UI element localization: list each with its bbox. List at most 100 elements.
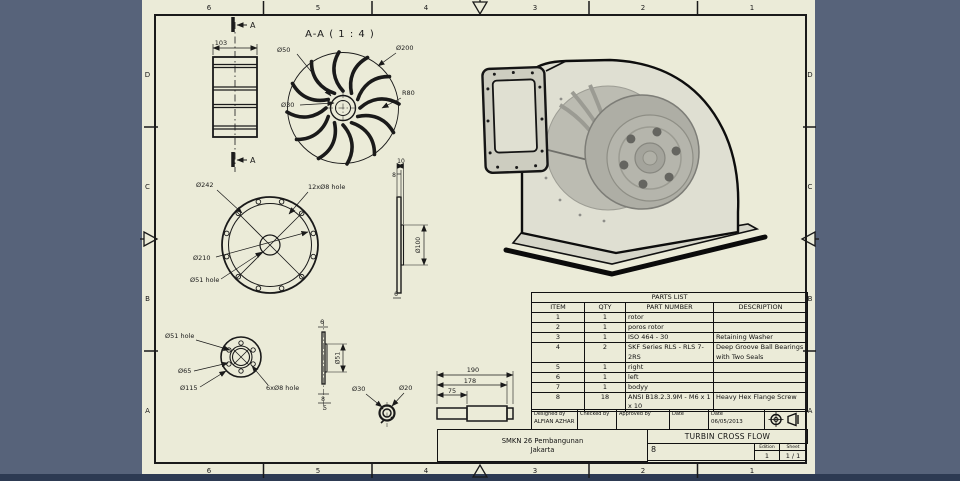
dim-8: 8 bbox=[321, 396, 325, 403]
big-flange-view: Ø242 12xØ8 hole Ø210 Ø51 hole bbox=[190, 181, 345, 294]
designed-by-cell: Designed by ALFIAN AZHAR bbox=[531, 409, 578, 430]
cell-description bbox=[712, 312, 809, 324]
cell-qty: 1 bbox=[584, 332, 626, 344]
cell-item: 3 bbox=[531, 332, 585, 344]
table-row: 8 18 ANSI B18.2.3.9M - M6 x 1 x 10 Heavy… bbox=[531, 391, 809, 413]
cell-item: 6 bbox=[531, 371, 585, 383]
center-mark-right bbox=[800, 230, 816, 248]
center-mark-bottom bbox=[471, 463, 489, 478]
zone-letter: A bbox=[808, 407, 813, 415]
first-angle-projection-icon bbox=[768, 412, 799, 427]
cell-qty: 1 bbox=[584, 312, 626, 324]
dim-hole-pattern: 6xØ8 hole bbox=[266, 384, 299, 392]
section-mark-label: A bbox=[250, 21, 256, 30]
cell-description bbox=[712, 322, 809, 334]
dim-blade-radius: R80 bbox=[402, 89, 415, 97]
cell-description bbox=[712, 381, 809, 393]
dim-190: 190 bbox=[467, 366, 479, 374]
dim-hole-pattern: 12xØ8 hole bbox=[308, 183, 345, 191]
dim-bore: Ø51 hole bbox=[190, 276, 219, 284]
zone-number: 1 bbox=[750, 4, 754, 12]
edition-value: 1 bbox=[764, 452, 770, 460]
iso-3d-view bbox=[481, 58, 768, 277]
section-mark-label: A bbox=[250, 156, 256, 165]
zone-number: 5 bbox=[316, 4, 320, 12]
projection-cell bbox=[764, 409, 806, 430]
organization-line2: Jakarta bbox=[530, 445, 555, 454]
drawing-title: TURBIN CROSS FLOW bbox=[647, 429, 808, 444]
cell-item: 8 bbox=[531, 391, 585, 413]
dim-bore: Ø30 bbox=[281, 101, 294, 109]
approved-by-label: Approved by bbox=[619, 411, 651, 417]
table-row: 7 1 bodyy bbox=[531, 381, 809, 393]
approved-by-cell: Approved by bbox=[616, 409, 670, 430]
small-flange-view: Ø51 hole Ø65 Ø115 6xØ8 hole bbox=[165, 332, 299, 392]
zone-letter: B bbox=[145, 295, 150, 303]
zone-letter: A bbox=[145, 407, 150, 415]
drawing-number: 8 bbox=[647, 443, 755, 461]
sheet-frame: 6 5 4 3 2 1 6 5 4 3 2 1 D C B A D C B A bbox=[140, 0, 819, 478]
col-header-part-number: PART NUMBER bbox=[625, 302, 714, 314]
dim-30: Ø30 bbox=[352, 385, 365, 393]
dim-75: 75 bbox=[448, 387, 456, 395]
sheet-value: 1 / 1 bbox=[785, 452, 801, 460]
date2-label: Date bbox=[711, 411, 723, 417]
rotor-side-view: 103 A A bbox=[212, 17, 258, 172]
cell-description bbox=[712, 371, 809, 383]
cell-part-number: rotor bbox=[625, 312, 714, 324]
zone-number: 2 bbox=[641, 467, 645, 475]
zone-number: 2 bbox=[641, 4, 645, 12]
cell-item: 5 bbox=[531, 361, 585, 373]
dim-outer: Ø242 bbox=[196, 181, 214, 189]
cell-part-number: SKF Series RLS - RLS 7-2RS bbox=[625, 342, 714, 363]
zone-letter: C bbox=[145, 183, 150, 191]
date-label: Date bbox=[672, 411, 684, 417]
zone-letter: D bbox=[145, 71, 150, 79]
zone-letter: D bbox=[807, 71, 812, 79]
cell-part-number: right bbox=[625, 361, 714, 373]
cell-part-number: ISO 464 - 30 bbox=[625, 332, 714, 344]
cell-description: Heavy Hex Flange Screw bbox=[712, 391, 809, 413]
col-header-item: ITEM bbox=[531, 302, 585, 314]
dim-bolt-circle: Ø210 bbox=[193, 254, 211, 262]
zone-number: 4 bbox=[424, 467, 429, 475]
table-row: 2 1 poros rotor bbox=[531, 322, 809, 334]
title-block: Designed by ALFIAN AZHAR Checked by Appr… bbox=[437, 409, 808, 462]
table-row: 3 1 ISO 464 - 30 Retaining Washer bbox=[531, 332, 809, 344]
dim-103: 103 bbox=[215, 39, 227, 47]
col-header-description: DESCRIPTION bbox=[712, 302, 809, 314]
organization-line1: SMKN 26 Pembangunan bbox=[501, 437, 584, 445]
dim-outer: Ø115 bbox=[180, 384, 198, 392]
table-row: 6 1 left bbox=[531, 371, 809, 383]
cell-part-number: bodyy bbox=[625, 381, 714, 393]
dim-51: Ø51 bbox=[335, 352, 342, 365]
parts-list-title: PARTS LIST bbox=[530, 291, 809, 304]
section-view-title: A-A ( 1 : 4 ) bbox=[305, 29, 375, 40]
inlet-flange bbox=[481, 65, 549, 175]
cell-item: 2 bbox=[531, 322, 585, 334]
zone-number: 1 bbox=[750, 467, 754, 475]
zone-number: 4 bbox=[424, 4, 429, 12]
cell-qty: 1 bbox=[584, 381, 626, 393]
dim-6: 6 bbox=[394, 291, 398, 298]
parts-list: PARTS LIST ITEM QTY PART NUMBER DESCRIPT… bbox=[530, 291, 809, 413]
big-flange-side-view: 10 8 Ø100 6 bbox=[392, 158, 428, 299]
cell-item: 1 bbox=[531, 312, 585, 324]
designed-by-label: Designed by bbox=[534, 411, 566, 417]
sheet-label: Sheet bbox=[780, 444, 806, 451]
cell-description: Deep Groove Ball Bearings with Two Seals bbox=[712, 342, 809, 363]
dim-hub: Ø65 bbox=[178, 367, 191, 375]
small-flange-side-view: 6 Ø51 8 5 bbox=[318, 319, 347, 412]
dim-8: 8 bbox=[392, 172, 396, 179]
cell-qty: 1 bbox=[584, 361, 626, 373]
zone-letter: B bbox=[808, 295, 813, 303]
cell-qty: 1 bbox=[584, 371, 626, 383]
shaft-end-view: Ø30 Ø20 bbox=[352, 384, 412, 427]
zone-number: 3 bbox=[533, 467, 537, 475]
edition-label: Edition bbox=[755, 444, 779, 451]
dim-hub: Ø100 bbox=[415, 237, 422, 253]
table-row: 5 1 right bbox=[531, 361, 809, 373]
date-cell: Date bbox=[669, 409, 709, 430]
dim-6: 6 bbox=[320, 319, 324, 326]
